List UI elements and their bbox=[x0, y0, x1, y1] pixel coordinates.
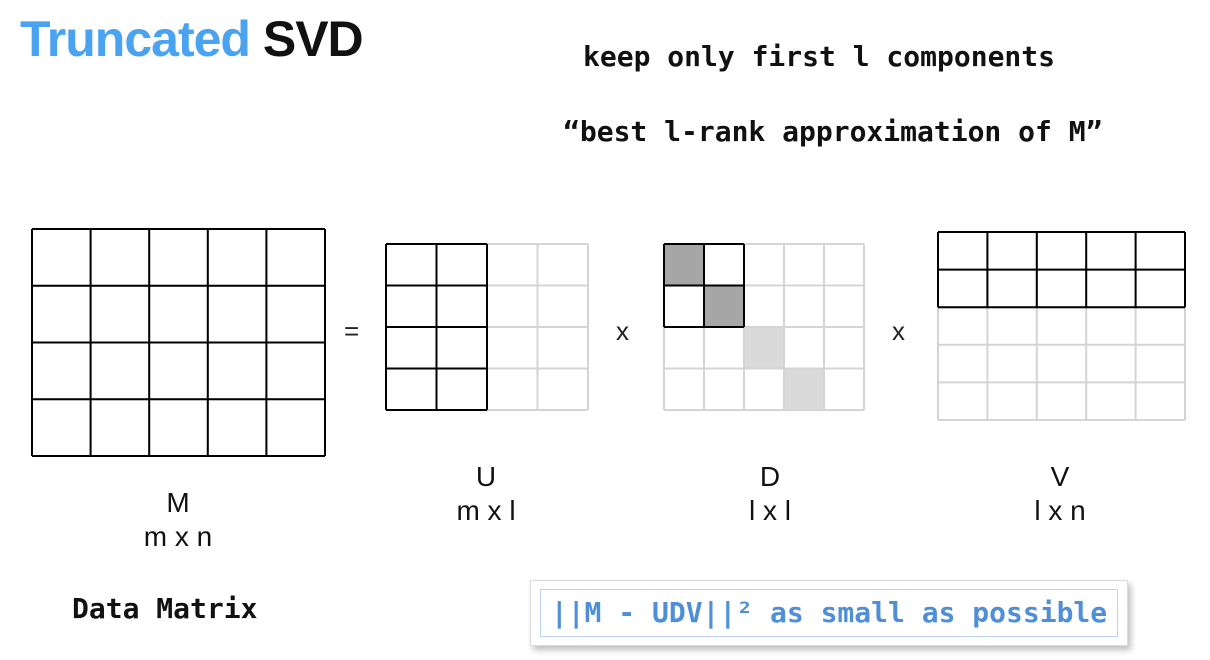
multiply-sign-1: x bbox=[616, 316, 629, 346]
title-truncated: Truncated bbox=[20, 11, 251, 67]
matrix-d-diagonal-cell-1-kept bbox=[664, 244, 704, 286]
note-best-rank-approximation: “best l-rank approximation of M” bbox=[563, 115, 1103, 148]
matrix-v-grid bbox=[937, 231, 1186, 421]
matrix-u-grid bbox=[385, 243, 589, 411]
matrix-m-grid bbox=[31, 228, 326, 457]
matrix-v-dims: l x n bbox=[1034, 495, 1086, 526]
matrix-v-name: V bbox=[1050, 461, 1070, 492]
matrix-v-label: V l x n bbox=[1000, 460, 1120, 528]
matrix-d-label: D l x l bbox=[710, 460, 830, 528]
data-matrix-label: Data Matrix bbox=[72, 592, 258, 625]
matrix-d-dims: l x l bbox=[749, 495, 791, 526]
multiply-sign-2: x bbox=[892, 316, 905, 346]
matrix-u-label: U m x l bbox=[426, 460, 546, 528]
objective-formula: ||M - UDV||² as small as possible bbox=[540, 589, 1118, 637]
matrix-m-name: M bbox=[166, 487, 190, 518]
objective-formula-box: ||M - UDV||² as small as possible bbox=[530, 580, 1128, 646]
matrix-d-diagonal-cell-4-dropped bbox=[784, 368, 824, 410]
matrix-u-name: U bbox=[475, 461, 497, 492]
note-keep-first-components: keep only first l components bbox=[583, 40, 1056, 73]
matrix-m-dims: m x n bbox=[143, 521, 213, 552]
slide-title: Truncated SVD bbox=[20, 11, 364, 67]
matrix-u-dims: m x l bbox=[456, 495, 516, 526]
matrix-m-label: M m x n bbox=[118, 486, 238, 554]
matrix-d-name: D bbox=[759, 461, 781, 492]
equals-sign: = bbox=[344, 316, 360, 346]
matrix-d-diagonal-cell-2-kept bbox=[704, 285, 744, 327]
matrix-d-grid bbox=[663, 243, 865, 411]
matrix-d-diagonal-cell-3-dropped bbox=[744, 327, 784, 369]
title-svd: SVD bbox=[262, 11, 364, 67]
